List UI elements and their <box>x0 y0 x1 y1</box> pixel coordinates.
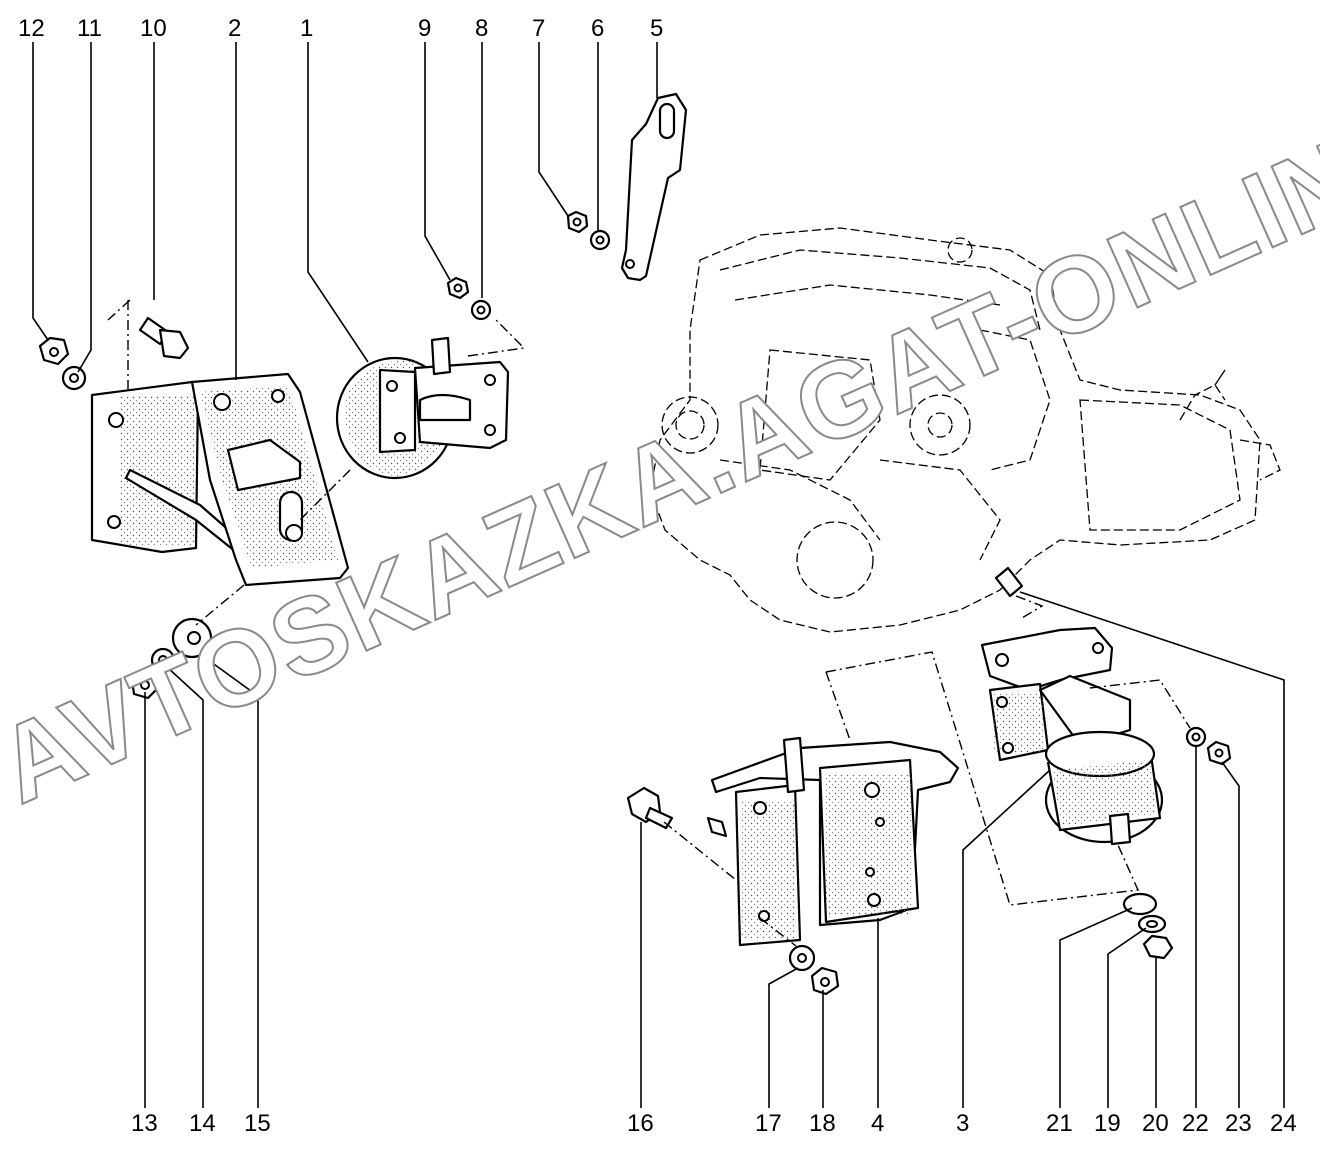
bracket-part-5 <box>620 92 688 282</box>
callout-17: 17 <box>755 1110 782 1137</box>
stud-part-24 <box>994 566 1024 598</box>
bushing-part-21 <box>1122 892 1158 916</box>
callout-15: 15 <box>244 1110 271 1137</box>
callout-14: 14 <box>189 1110 216 1137</box>
callout-9: 9 <box>418 15 431 42</box>
callout-22: 22 <box>1182 1110 1209 1137</box>
callout-6: 6 <box>591 15 604 42</box>
callout-24: 24 <box>1270 1110 1297 1137</box>
bracket-part-2 <box>190 372 350 587</box>
callout-4: 4 <box>871 1110 884 1137</box>
callout-13: 13 <box>131 1110 158 1137</box>
callout-20: 20 <box>1142 1110 1169 1137</box>
nut-part-23 <box>1206 740 1232 766</box>
nut-part-13 <box>130 670 160 700</box>
callout-5: 5 <box>650 15 663 42</box>
nut-part-7 <box>566 210 589 234</box>
callout-3: 3 <box>956 1110 969 1137</box>
nut-part-12 <box>38 336 70 366</box>
nut-part-20 <box>1142 934 1174 960</box>
rubber-mount-part-3 <box>980 626 1164 846</box>
callout-23: 23 <box>1225 1110 1252 1137</box>
nut-part-9 <box>446 276 470 300</box>
callout-16: 16 <box>627 1110 654 1137</box>
washer-part-14 <box>150 647 176 673</box>
callout-numbers: 12 11 10 2 1 9 8 7 6 5 13 14 15 16 17 18… <box>18 15 1297 1137</box>
nut-part-18 <box>810 966 840 996</box>
washer-part-11 <box>61 365 87 391</box>
engine-block-outline <box>649 227 1281 633</box>
callout-18: 18 <box>809 1110 836 1137</box>
assembly-lines <box>107 299 1191 947</box>
left-plate <box>90 380 242 554</box>
bracket-part-4 <box>706 736 960 947</box>
callout-11: 11 <box>77 15 102 42</box>
leader-lines <box>32 42 1285 1108</box>
callout-8: 8 <box>475 15 488 42</box>
callout-2: 2 <box>228 15 241 42</box>
callout-10: 10 <box>140 15 167 42</box>
callout-7: 7 <box>532 15 545 42</box>
callout-19: 19 <box>1094 1110 1121 1137</box>
washer-part-22 <box>1185 726 1207 748</box>
callout-21: 21 <box>1046 1110 1073 1137</box>
bushing-part-15 <box>171 617 213 659</box>
callout-1: 1 <box>300 15 313 42</box>
rubber-mount-part-1 <box>335 336 510 480</box>
bolt-part-10 <box>138 316 190 360</box>
washer-part-17 <box>788 944 816 972</box>
callout-12: 12 <box>18 15 45 42</box>
washer-part-6 <box>589 229 611 251</box>
washer-part-8 <box>470 299 492 321</box>
bolt-part-16 <box>626 786 674 830</box>
